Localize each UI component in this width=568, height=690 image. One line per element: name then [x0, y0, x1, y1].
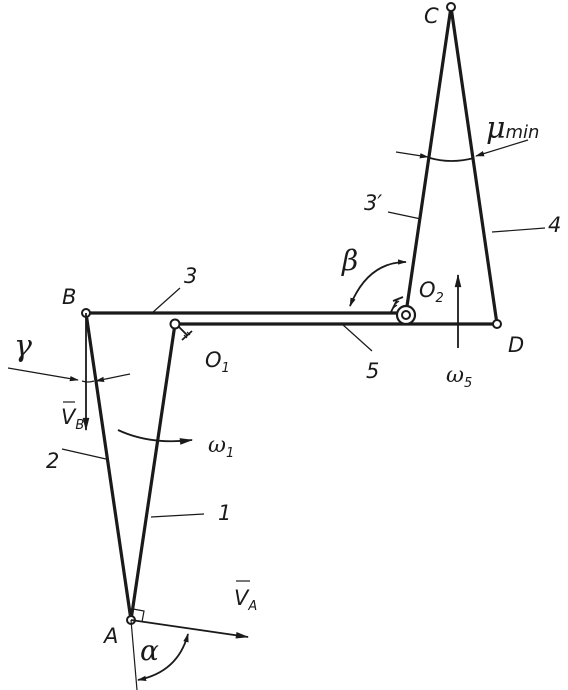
omega-1-arrow [117, 429, 194, 445]
link-3-leader [151, 287, 181, 314]
label-link-2: 2 [46, 449, 59, 473]
label-link-3-prime: 3′ [364, 191, 382, 215]
link-1-leader [150, 513, 205, 518]
link-2-leader [61, 448, 107, 460]
link-2-bar [84, 311, 133, 622]
va-vector [130, 619, 250, 639]
mu-min-left-tick [395, 151, 429, 159]
label-alpha: α [140, 634, 159, 667]
label-link-5: 5 [366, 359, 379, 383]
link-5-leader [341, 323, 373, 352]
label-omega-5: ω5 [446, 363, 472, 391]
gamma-arc [81, 380, 95, 383]
label-point-c: C [424, 4, 439, 28]
label-gamma: γ [14, 329, 32, 364]
link-4-leader [491, 227, 546, 233]
label-link-4: 4 [548, 213, 561, 237]
label-point-a: A [102, 624, 118, 648]
label-point-b: B [62, 285, 76, 309]
link-1-bar [129, 322, 177, 622]
label-beta: β [341, 244, 358, 277]
joint-c [446, 2, 456, 12]
pivot-o2 [390, 296, 417, 326]
link-4-bar [449, 5, 499, 326]
pivot-o1 [169, 318, 193, 341]
mu-min-right-leader [475, 139, 529, 157]
joint-d [492, 319, 502, 329]
label-point-o2: O2 [419, 278, 444, 306]
beta-arc [349, 259, 407, 307]
label-mu-min: μmin [486, 111, 539, 146]
label-point-o1: O1 [205, 348, 230, 376]
label-link-3: 3 [184, 264, 197, 288]
right-angle-mark-a [132, 608, 145, 623]
link-3-prime-bar [404, 5, 453, 315]
label-omega-1: ω1 [208, 433, 234, 461]
label-vb: VB [61, 405, 84, 433]
gamma-right-tick [95, 373, 131, 383]
label-link-1: 1 [218, 501, 231, 525]
mu-min-arc [429, 157, 475, 162]
link-3-prime-leader [387, 211, 422, 220]
label-va: VA [234, 586, 257, 614]
label-point-d: D [508, 333, 524, 357]
alpha-arc [137, 633, 189, 682]
gamma-leader [7, 367, 79, 382]
alpha-reference-line [130, 619, 138, 690]
